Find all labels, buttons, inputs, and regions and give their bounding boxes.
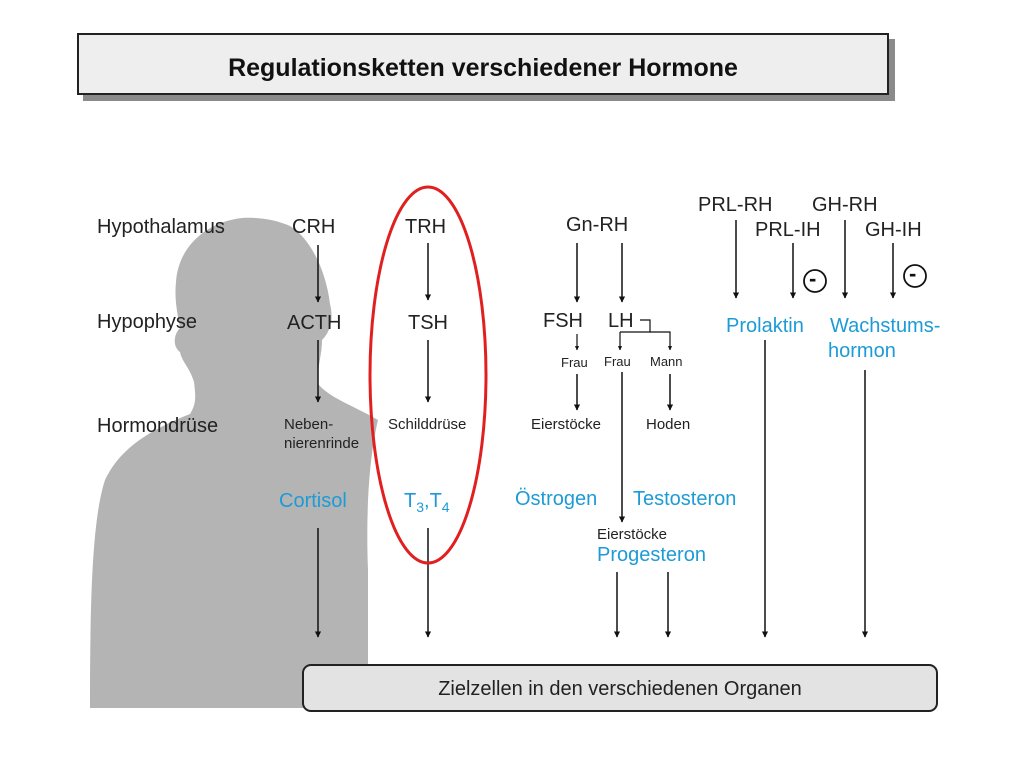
label-cortisol: Cortisol xyxy=(279,490,347,512)
label-fsh: FSH xyxy=(543,310,583,332)
inhibit-sign-gh: - xyxy=(909,261,917,286)
label-hoden: Hoden xyxy=(646,416,691,433)
label-testosteron: Testosteron xyxy=(633,488,737,510)
target-cells-box: Zielzellen in den verschiedenen Organen xyxy=(302,664,938,712)
level-hypothalamus: Hypothalamus xyxy=(97,216,225,238)
arrow-lh-mann xyxy=(650,331,673,351)
label-prl-rh: PRL-RH xyxy=(698,194,773,216)
page-title: Regulationsketten verschiedener Hormone xyxy=(228,54,738,82)
t3-letter: T xyxy=(404,490,417,512)
inhibit-circle-prl xyxy=(803,269,827,293)
label-gnrh: Gn-RH xyxy=(566,214,629,236)
label-eierstoecke: Eierstöcke xyxy=(531,416,602,433)
label-lh: LH xyxy=(608,310,634,332)
label-frau-fsh: Frau xyxy=(561,355,588,370)
level-hormondruese: Hormondrüse xyxy=(97,415,219,437)
label-wachstumshormon-2: hormon xyxy=(828,340,896,362)
label-eierstoecke-2: Eierstöcke xyxy=(597,526,668,543)
label-tsh: TSH xyxy=(408,312,448,334)
label-schilddruese: Schilddrüse xyxy=(388,416,467,433)
t4-letter: ,T xyxy=(424,490,442,512)
label-progesteron: Progesteron xyxy=(597,544,706,566)
label-wachstumshormon-1: Wachstums- xyxy=(830,315,941,337)
label-oestrogen: Östrogen xyxy=(515,488,598,510)
label-prolaktin: Prolaktin xyxy=(726,315,804,337)
inhibit-sign-prl: - xyxy=(809,266,817,291)
label-crh: CRH xyxy=(292,216,336,238)
label-mann: Mann xyxy=(650,354,683,369)
target-cells-label: Zielzellen in den verschiedenen Organen xyxy=(438,678,802,700)
title-box: Regulationsketten verschiedener Hormone xyxy=(77,33,889,95)
level-hypophyse: Hypophyse xyxy=(97,311,198,333)
label-gh-ih: GH-IH xyxy=(865,219,922,241)
label-t3-t4: T3,T4 xyxy=(404,491,450,514)
label-acth: ACTH xyxy=(287,312,342,334)
label-nierenrinde: nierenrinde xyxy=(284,435,360,452)
inhibit-circle-gh xyxy=(903,264,927,288)
t3-subscript: 3 xyxy=(416,499,425,515)
highlight-ellipse-trh xyxy=(368,185,488,565)
label-gh-rh: GH-RH xyxy=(812,194,878,216)
label-frau-lh: Frau xyxy=(604,354,631,369)
label-neben: Neben- xyxy=(284,416,334,433)
human-silhouette xyxy=(90,217,378,709)
label-prl-ih: PRL-IH xyxy=(755,219,821,241)
lh-branch-connector xyxy=(620,319,651,333)
t4-subscript: 4 xyxy=(441,499,450,515)
label-trh: TRH xyxy=(405,216,447,238)
